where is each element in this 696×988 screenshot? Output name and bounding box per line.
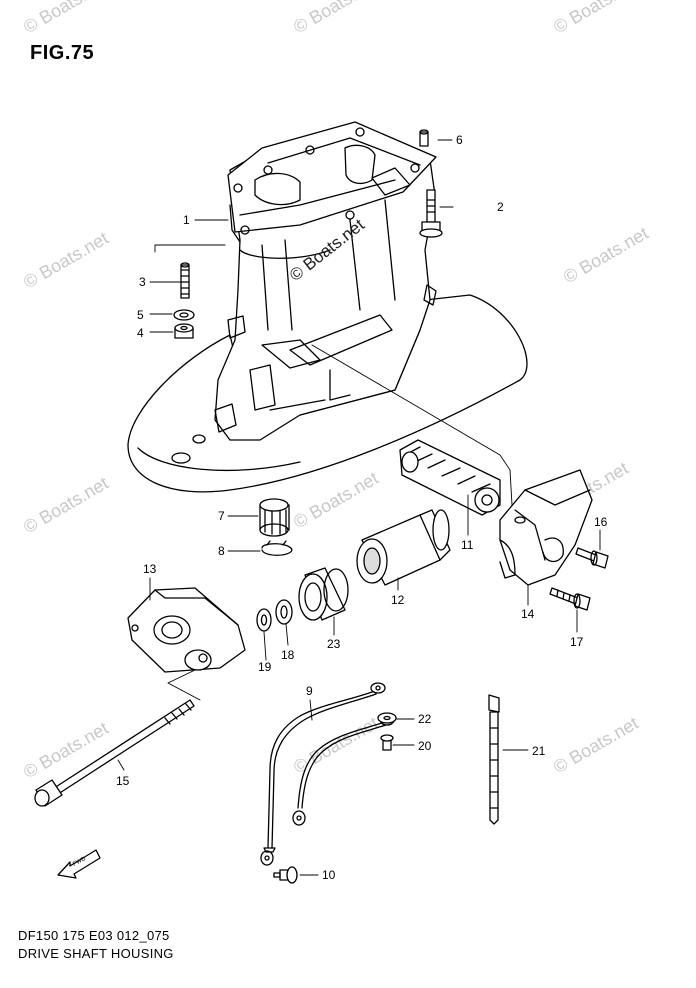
drive-shaft-housing bbox=[127, 121, 528, 493]
callout-17: 17 bbox=[570, 635, 584, 649]
leader-lines bbox=[117, 139, 601, 876]
callout-19: 19 bbox=[258, 660, 272, 674]
callout-16: 16 bbox=[594, 515, 608, 529]
part-17-bolt bbox=[549, 587, 591, 611]
part-6-dowel-pin bbox=[419, 129, 429, 147]
part-4-nut bbox=[174, 323, 194, 339]
part-14-bracket bbox=[499, 469, 593, 586]
figure-code: DF150 175 E03 012_075 bbox=[18, 928, 170, 943]
callout-11: 11 bbox=[461, 538, 474, 552]
part-3-stud bbox=[180, 262, 190, 299]
callout-8: 8 bbox=[218, 544, 225, 558]
part-15-long-bolt bbox=[34, 699, 195, 807]
callout-labels: 1 2 3 4 5 6 7 8 9 10 11 12 13 14 15 16 1… bbox=[116, 133, 608, 882]
part-5-washer bbox=[173, 309, 195, 321]
part-2-bolt bbox=[419, 189, 443, 238]
callout-23: 23 bbox=[327, 637, 341, 651]
part-10-screw bbox=[273, 866, 298, 884]
part-11-rubber-mount bbox=[399, 439, 501, 516]
callout-4: 4 bbox=[137, 326, 144, 340]
figure-name: DRIVE SHAFT HOUSING bbox=[18, 946, 174, 961]
callout-6: 6 bbox=[456, 133, 463, 147]
callout-20: 20 bbox=[418, 739, 432, 753]
part-7-grommet bbox=[259, 498, 290, 537]
part-19-washer bbox=[256, 608, 272, 632]
callout-9: 9 bbox=[306, 684, 313, 698]
callout-14: 14 bbox=[521, 607, 535, 621]
callout-7: 7 bbox=[218, 509, 225, 523]
callout-2: 2 bbox=[497, 200, 504, 214]
callout-5: 5 bbox=[137, 308, 144, 322]
callout-21: 21 bbox=[532, 744, 546, 758]
figure-title: FIG.75 bbox=[30, 42, 95, 64]
callout-15: 15 bbox=[116, 774, 130, 788]
callout-18: 18 bbox=[281, 648, 295, 662]
part-13-clamp-block bbox=[127, 587, 246, 673]
callout-3: 3 bbox=[139, 275, 146, 289]
part-12-bushing bbox=[356, 509, 451, 586]
callout-22: 22 bbox=[418, 712, 432, 726]
part-22-washer bbox=[377, 712, 397, 724]
part-9-ground-wire bbox=[260, 682, 386, 866]
part-18-washer bbox=[275, 599, 293, 625]
part-9-secondary-wire bbox=[292, 714, 395, 826]
part-20-screw bbox=[380, 734, 394, 751]
part-16-bolt bbox=[575, 547, 609, 569]
callout-12: 12 bbox=[391, 593, 405, 607]
part-23-cap bbox=[298, 567, 349, 621]
fwd-arrow-icon: FWD bbox=[57, 849, 101, 879]
part-8-clip bbox=[261, 540, 293, 556]
callout-13: 13 bbox=[143, 562, 157, 576]
callout-1: 1 bbox=[183, 213, 190, 227]
callout-10: 10 bbox=[322, 868, 336, 882]
part-21-cable-tie bbox=[488, 694, 500, 825]
